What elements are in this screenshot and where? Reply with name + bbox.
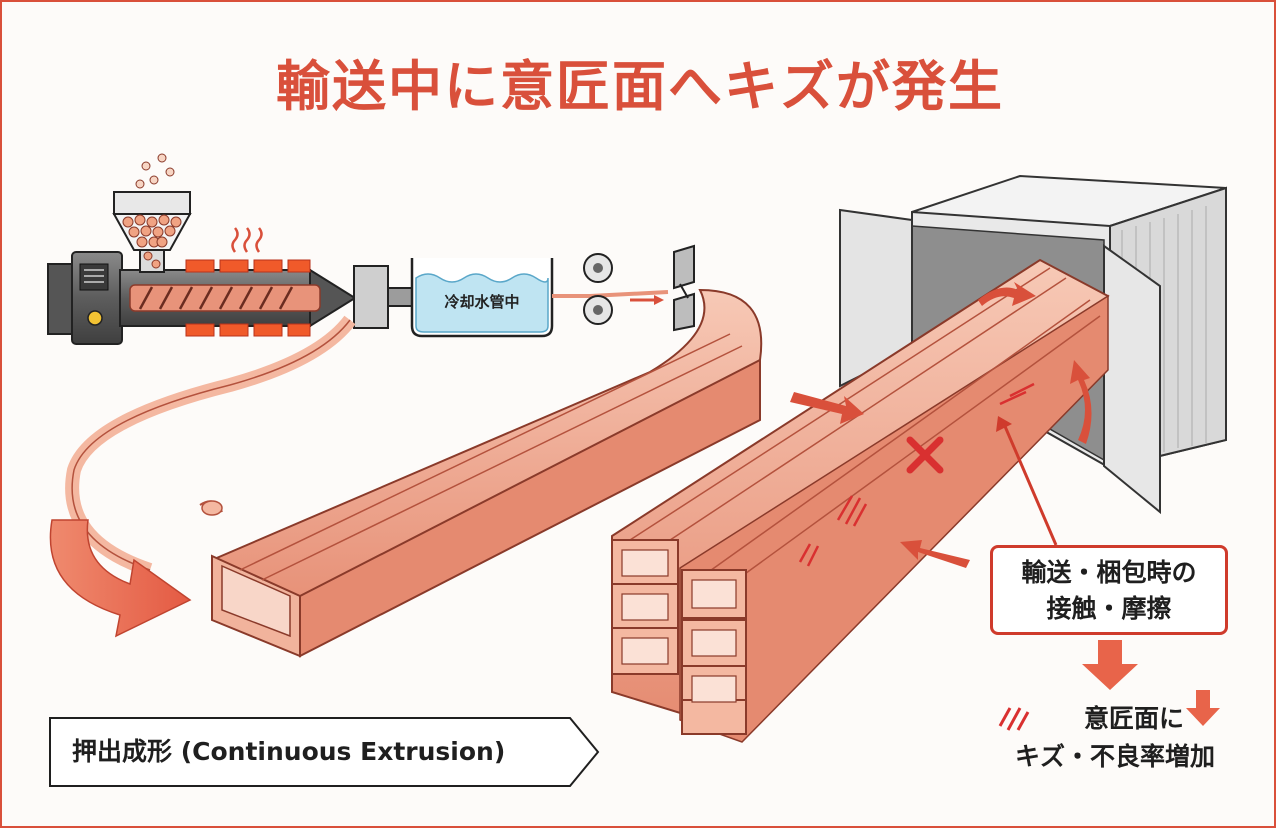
effect-text: 意匠面に キズ・不良率増加: [990, 700, 1240, 776]
cooling-tank-label: 冷却水管中: [444, 293, 520, 311]
cause-line-2: 接触・摩擦: [1046, 594, 1172, 623]
cause-box: 輸送・梱包時の 接触・摩擦: [990, 545, 1228, 635]
cause-line-1: 輸送・梱包時の: [1021, 558, 1197, 587]
defect-x-icon: [906, 436, 944, 474]
effect-line-1: 意匠面に: [1083, 704, 1184, 733]
extruder-machine: [47, 153, 357, 345]
extrusion-die: [353, 265, 413, 329]
process-flow-arrow: [49, 519, 192, 638]
profile-bundle: [611, 258, 1110, 743]
effect-down-arrow: [1186, 690, 1220, 726]
friction-arrows: [790, 282, 1092, 568]
control-panel-icon: [79, 263, 109, 326]
effect-scratch-icon: [998, 707, 1030, 731]
heat-waves-icon: [231, 227, 263, 253]
scratch-marks-icon: [798, 382, 1035, 567]
diagram-title: 輸送中に意匠面へキズが発生: [276, 55, 1004, 118]
cooling-tank: [410, 258, 554, 338]
effect-line-2: キズ・不良率増加: [1014, 742, 1215, 771]
single-profile: [211, 288, 763, 658]
process-label: 押出成形 (Continuous Extrusion): [72, 737, 506, 766]
heater-bands: [185, 259, 311, 337]
process-tag: 押出成形 (Continuous Extrusion): [50, 718, 598, 786]
cutter-icon: [673, 244, 695, 332]
down-arrow-icon: [1082, 640, 1138, 690]
process-tag-shape: [49, 717, 600, 787]
hopper-icon: [112, 153, 192, 273]
puller-rolls: [583, 253, 613, 325]
screw-icon: [138, 286, 294, 310]
